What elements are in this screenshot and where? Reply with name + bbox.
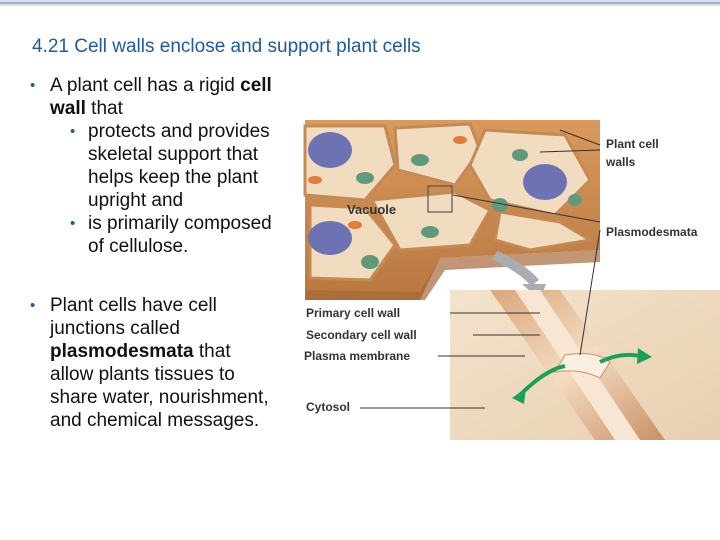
plasmodesmata-detail	[360, 229, 720, 440]
slide-title: 4.21 Cell walls enclose and support plan…	[32, 36, 421, 57]
plant-cells-block	[303, 120, 601, 300]
bullet-dot-icon: •	[30, 77, 36, 94]
bullet-dot-icon: •	[30, 297, 36, 314]
label-secondary-cell-wall: Secondary cell wall	[306, 328, 417, 342]
bullet-dot-icon: •	[70, 123, 76, 140]
label-cytosol: Cytosol	[306, 400, 350, 414]
cell-wall-illustration: Plant cell walls Vacuole Plasmodesmata P…	[303, 120, 720, 440]
label-walls: walls	[605, 155, 636, 169]
label-plasmodesmata: Plasmodesmata	[606, 225, 698, 239]
top-accent-bar	[0, 0, 720, 6]
sub-bullet-protects: • protects and provides skeletal support…	[70, 121, 270, 211]
sub-bullet-cellulose: • is primarily composed of cellulose.	[70, 213, 272, 257]
bullet-plasmodesmata: • Plant cells have cell junctions called…	[30, 295, 269, 431]
label-plasma-membrane: Plasma membrane	[304, 349, 410, 363]
bullet-cell-wall: • A plant cell has a rigid cell wall tha…	[30, 75, 272, 119]
label-primary-cell-wall: Primary cell wall	[306, 306, 400, 320]
bullet-list: • A plant cell has a rigid cell wall tha…	[30, 74, 315, 432]
bullet-dot-icon: •	[70, 215, 76, 232]
label-vacuole: Vacuole	[347, 202, 396, 217]
label-plant-cell: Plant cell	[606, 137, 659, 151]
